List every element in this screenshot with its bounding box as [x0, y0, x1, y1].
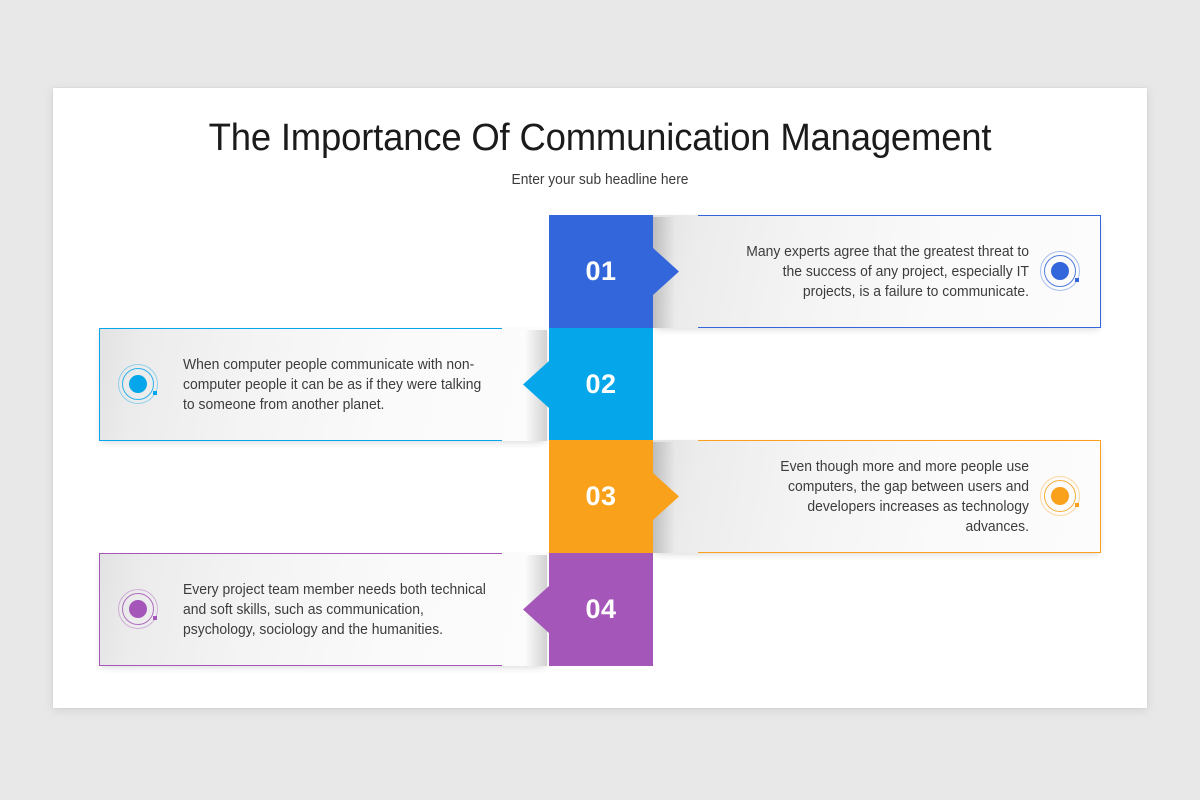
step-number-label: 03: [585, 481, 617, 511]
slide-canvas: The Importance Of Communication Manageme…: [53, 88, 1147, 708]
orbit-icon: [1039, 475, 1083, 519]
orbit-outer-ring: [1040, 475, 1080, 516]
orbit-center-dot: [129, 374, 147, 393]
step-number-label: 02: [585, 369, 617, 399]
orbit-center-dot: [1051, 486, 1069, 505]
info-panel[interactable]: Every project team member needs both tec…: [99, 553, 547, 666]
step-number-block[interactable]: 02: [523, 328, 653, 441]
orbit-inner-ring: [1044, 254, 1076, 287]
step-number-label: 01: [585, 256, 617, 286]
info-text: Every project team member needs both tec…: [183, 581, 486, 638]
orbit-inner-ring: [1044, 479, 1076, 512]
info-text: Even though more and more people use com…: [780, 458, 1029, 535]
info-panel[interactable]: Many experts agree that the greatest thr…: [653, 215, 1101, 328]
orbit-satellite-dot: [153, 390, 157, 395]
info-panel[interactable]: Even though more and more people use com…: [653, 440, 1101, 553]
page-subtitle: Enter your sub headline here: [511, 172, 689, 188]
orbit-icon: [117, 363, 161, 407]
step-number-label: 04: [585, 594, 617, 624]
orbit-icon: [1039, 250, 1083, 294]
orbit-satellite-dot: [1075, 502, 1079, 507]
info-panel[interactable]: When computer people communicate with no…: [99, 328, 547, 441]
step-block-body: [549, 328, 653, 441]
step-number-block[interactable]: 04: [523, 553, 653, 666]
info-row: When computer people communicate with no…: [53, 328, 1147, 441]
step-block-body: [549, 440, 653, 553]
info-row: Every project team member needs both tec…: [53, 553, 1147, 666]
orbit-center-dot: [129, 599, 147, 618]
step-number-block[interactable]: 01: [549, 215, 679, 328]
orbit-inner-ring: [122, 367, 154, 400]
orbit-inner-ring: [122, 592, 154, 625]
orbit-center-dot: [1051, 261, 1069, 280]
info-text: Many experts agree that the greatest thr…: [746, 243, 1029, 300]
orbit-icon: [117, 588, 161, 632]
orbit-satellite-dot: [153, 615, 157, 620]
page-title: The Importance Of Communication Manageme…: [208, 117, 992, 159]
orbit-satellite-dot: [1075, 277, 1079, 282]
step-block-body: [549, 553, 653, 666]
info-row: Many experts agree that the greatest thr…: [53, 215, 1147, 328]
orbit-outer-ring: [1040, 250, 1080, 291]
step-block-body: [549, 215, 653, 328]
orbit-outer-ring: [118, 363, 158, 404]
step-number-block[interactable]: 03: [549, 440, 679, 553]
orbit-outer-ring: [118, 588, 158, 629]
info-text: When computer people communicate with no…: [183, 356, 482, 413]
info-row: Even though more and more people use com…: [53, 440, 1147, 553]
